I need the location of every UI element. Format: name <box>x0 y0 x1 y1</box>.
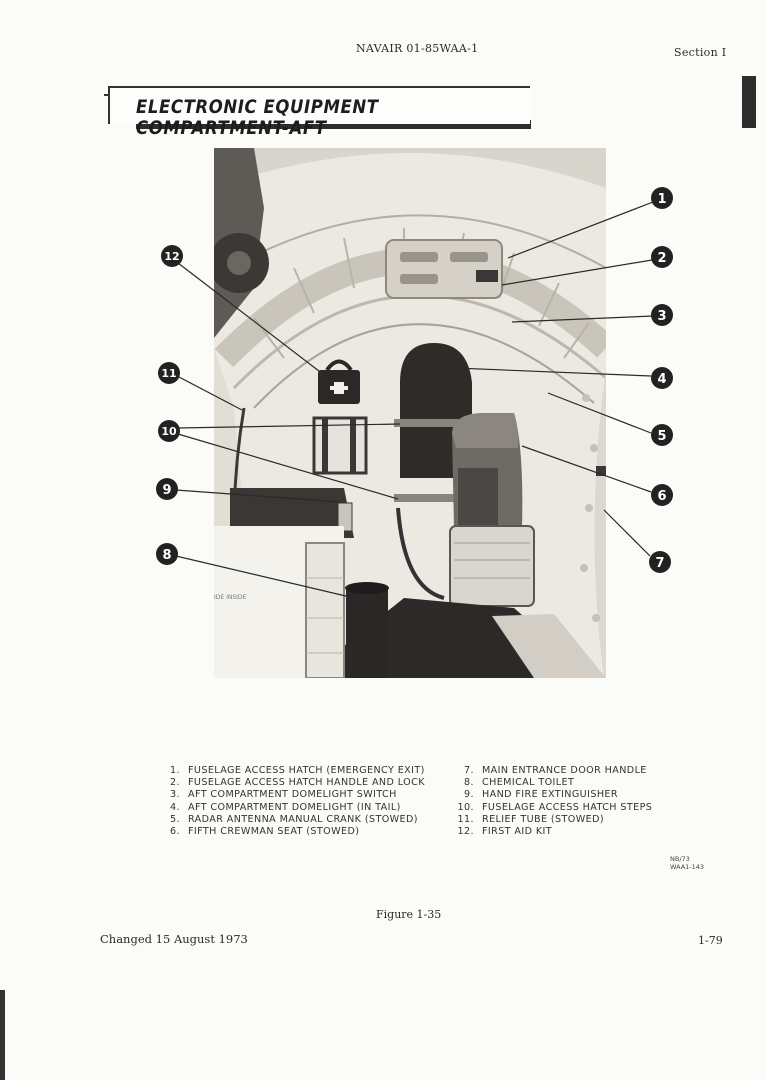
section-thumb-tab <box>742 76 756 128</box>
callout-11: 11 <box>158 362 180 384</box>
section-label: Section I <box>674 46 727 59</box>
callout-8: 8 <box>156 543 178 565</box>
legend-item: 4.AFT COMPARTMENT DOMELIGHT (IN TAIL) <box>170 801 401 813</box>
compartment-photo: IDE INSIDE <box>214 148 606 678</box>
legend-item: 3.AFT COMPARTMENT DOMELIGHT SWITCH <box>170 789 397 801</box>
legend-item: 2.FUSELAGE ACCESS HATCH HANDLE AND LOCK <box>170 777 425 789</box>
callout-10: 10 <box>158 420 180 442</box>
figure-code: WAA1-143 <box>670 863 705 871</box>
figure-caption: Figure 1-35 <box>376 908 442 921</box>
svg-text:9: 9 <box>162 483 171 498</box>
title-box: ELECTRONIC EQUIPMENT COMPARTMENT-AFT <box>104 86 530 139</box>
legend-item: 5.RADAR ANTENNA MANUAL CRANK (STOWED) <box>170 813 418 825</box>
change-date: Changed 15 August 1973 <box>100 932 248 946</box>
legend-item: 8.CHEMICAL TOILET <box>464 777 575 789</box>
figure-code: NB/73 <box>670 855 690 863</box>
callout-4: 4 <box>651 367 673 389</box>
callout-5: 5 <box>651 424 673 446</box>
callout-9: 9 <box>156 478 178 500</box>
svg-text:6: 6 <box>657 489 666 504</box>
callout-3: 3 <box>651 304 673 326</box>
page-title: ELECTRONIC EQUIPMENT COMPARTMENT-AFT <box>136 96 379 139</box>
page-number: 1-79 <box>698 934 723 947</box>
legend-item: 10.FUSELAGE ACCESS HATCH STEPS <box>457 801 653 813</box>
legend-item: 7.MAIN ENTRANCE DOOR HANDLE <box>464 765 647 776</box>
svg-text:12: 12 <box>164 250 179 263</box>
callout-1: 1 <box>651 187 673 209</box>
figure-codes: NB/73 WAA1-143 <box>670 855 704 871</box>
legend-item: 9.HAND FIRE EXTINGUISHER <box>464 789 618 801</box>
legend-item: 6.FIFTH CREWMAN SEAT (STOWED) <box>170 826 360 838</box>
svg-text:1: 1 <box>657 192 666 207</box>
svg-text:5: 5 <box>657 429 666 444</box>
photo-stencil-text: IDE INSIDE <box>214 594 247 601</box>
legend-right-column: 7.MAIN ENTRANCE DOOR HANDLE 8.CHEMICAL T… <box>454 765 652 838</box>
title-shadow <box>136 120 531 129</box>
legend-left-column: 1.FUSELAGE ACCESS HATCH (EMERGENCY EXIT)… <box>160 765 425 838</box>
legend-item: 12.FIRST AID KIT <box>457 826 553 838</box>
svg-text:3: 3 <box>657 309 666 324</box>
svg-text:10: 10 <box>161 425 177 438</box>
callout-6: 6 <box>651 484 673 506</box>
callout-12: 12 <box>161 245 183 267</box>
page-edge-bar <box>0 990 5 1080</box>
callout-2: 2 <box>651 246 673 268</box>
document-number: NAVAIR 01-85WAA-1 <box>356 42 479 55</box>
svg-text:2: 2 <box>657 251 666 266</box>
title-lead-mark <box>104 94 110 96</box>
legend-item: 11.RELIEF TUBE (STOWED) <box>457 813 605 825</box>
svg-text:8: 8 <box>162 548 171 563</box>
legend-item: 1.FUSELAGE ACCESS HATCH (EMERGENCY EXIT) <box>170 765 425 776</box>
callout-7: 7 <box>649 551 671 573</box>
svg-text:4: 4 <box>657 372 666 387</box>
svg-text:11: 11 <box>161 367 176 380</box>
svg-text:7: 7 <box>655 556 664 571</box>
